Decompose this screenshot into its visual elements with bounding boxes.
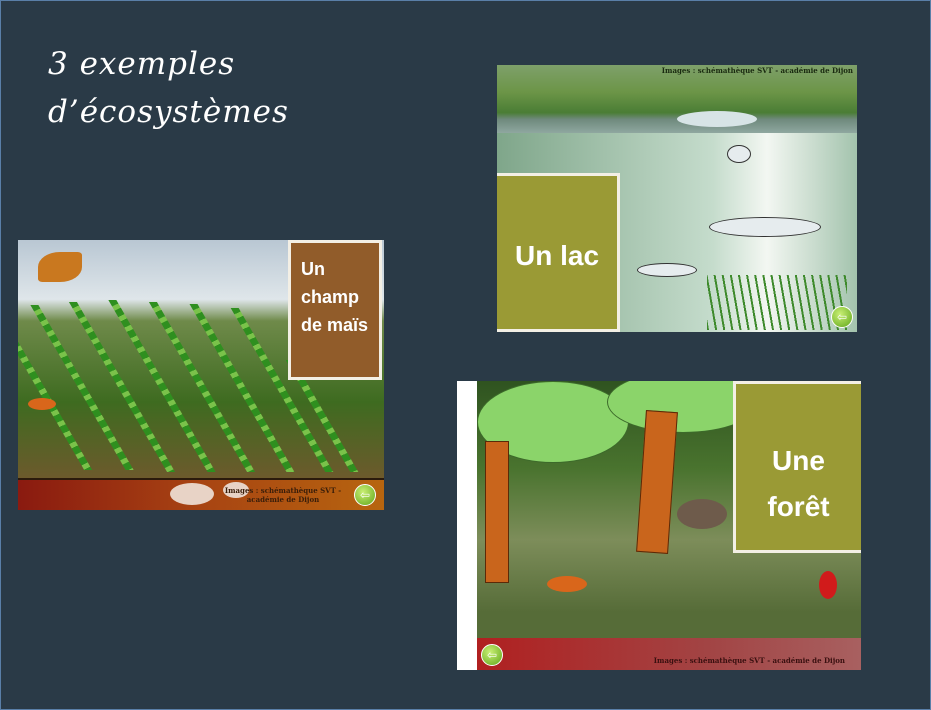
pike-icon (709, 217, 821, 237)
boar-icon (677, 499, 727, 529)
lake-photo: Images : schémathèque SVT - académie de … (497, 65, 857, 133)
back-arrow-icon[interactable]: ⇦ (831, 306, 853, 328)
insect-icon (170, 483, 214, 505)
soil-strip: Images : schémathèque SVT - académie de … (477, 638, 861, 670)
credit-text: Images : schémathèque SVT - académie de … (224, 486, 342, 504)
slide-title: 3 exemples d’écosystèmes (48, 40, 289, 136)
back-arrow-icon[interactable]: ⇦ (354, 484, 376, 506)
lake-label: Un lac (497, 173, 620, 332)
corn-field-image: Un champ de maïs Images : schémathèque S… (18, 240, 384, 510)
title-line-1: 3 exemples (48, 46, 236, 82)
credit-text: Images : schémathèque SVT - académie de … (661, 66, 853, 75)
lake-image: Images : schémathèque SVT - académie de … (497, 65, 857, 332)
fish-icon (637, 263, 697, 277)
title-line-2: d’écosystèmes (48, 94, 289, 130)
forest-image: Une forêt Images : schémathèque SVT - ac… (457, 381, 861, 670)
fish-icon (727, 145, 751, 163)
fox-icon (28, 398, 56, 410)
hawk-icon (38, 252, 82, 282)
rabbit-icon (819, 571, 837, 599)
forest-label: Une forêt (733, 381, 861, 553)
back-arrow-icon[interactable]: ⇦ (481, 644, 503, 666)
fox-icon (547, 576, 587, 592)
tree-trunk (485, 441, 509, 583)
soil-strip: Images : schémathèque SVT - académie de … (18, 478, 384, 510)
water-reflection (677, 111, 757, 127)
field-label: Un champ de maïs (288, 240, 382, 380)
tree-trunk (636, 410, 678, 554)
credit-text: Images : schémathèque SVT - académie de … (653, 656, 845, 665)
worm-icon (223, 482, 249, 498)
water-plants (707, 275, 847, 330)
